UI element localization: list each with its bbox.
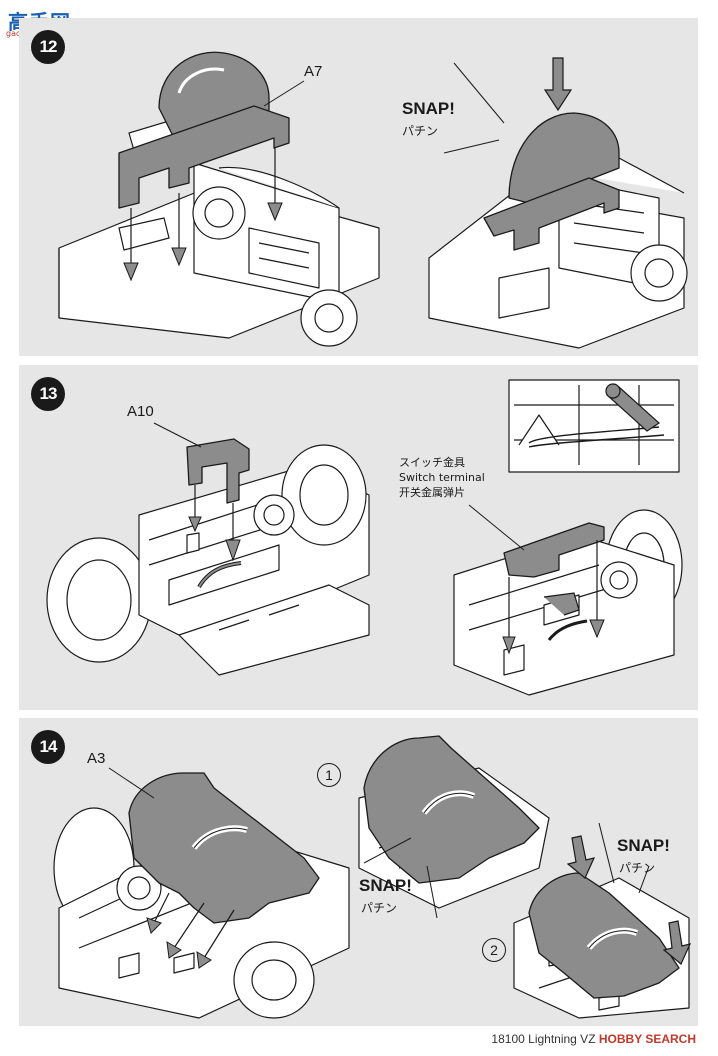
snap-text-jp: パチン bbox=[402, 124, 439, 138]
step-13-illustration bbox=[46, 379, 683, 696]
part-label-a3: A3 bbox=[87, 750, 106, 767]
sub-step-2-badge: 2 bbox=[482, 938, 506, 962]
step-number-badge: 14 bbox=[31, 730, 65, 764]
step-number-badge: 13 bbox=[31, 377, 65, 411]
switch-terminal-cn: 开关金属弹片 bbox=[399, 486, 465, 499]
step-14-panel: 14 bbox=[19, 718, 698, 1026]
snap-text-1: SNAP! bbox=[359, 876, 412, 895]
sub-step-1-badge: 1 bbox=[317, 763, 341, 787]
switch-terminal-jp: スイッチ金具 bbox=[399, 456, 465, 469]
snap-text-jp-2: パチン bbox=[619, 861, 656, 875]
switch-terminal-en: Switch terminal bbox=[399, 471, 485, 484]
footer-title: Lightning VZ bbox=[528, 1032, 596, 1046]
snap-text-jp-1: パチン bbox=[361, 901, 398, 915]
step-12-illustration bbox=[58, 51, 688, 349]
step-14-illustration bbox=[53, 735, 692, 1019]
part-label-a10: A10 bbox=[127, 403, 154, 420]
step-number-badge: 12 bbox=[31, 30, 65, 64]
step-13-panel: 13 bbox=[19, 365, 698, 710]
footer-code: 18100 bbox=[491, 1032, 525, 1046]
snap-text-2: SNAP! bbox=[617, 836, 670, 855]
page-footer: 18100 Lightning VZ HOBBY SEARCH bbox=[491, 1032, 696, 1046]
part-label-a7: A7 bbox=[304, 63, 323, 80]
footer-brand: HOBBY SEARCH bbox=[598, 1032, 696, 1046]
step-12-panel: 12 bbox=[19, 18, 698, 356]
snap-text: SNAP! bbox=[402, 99, 455, 118]
